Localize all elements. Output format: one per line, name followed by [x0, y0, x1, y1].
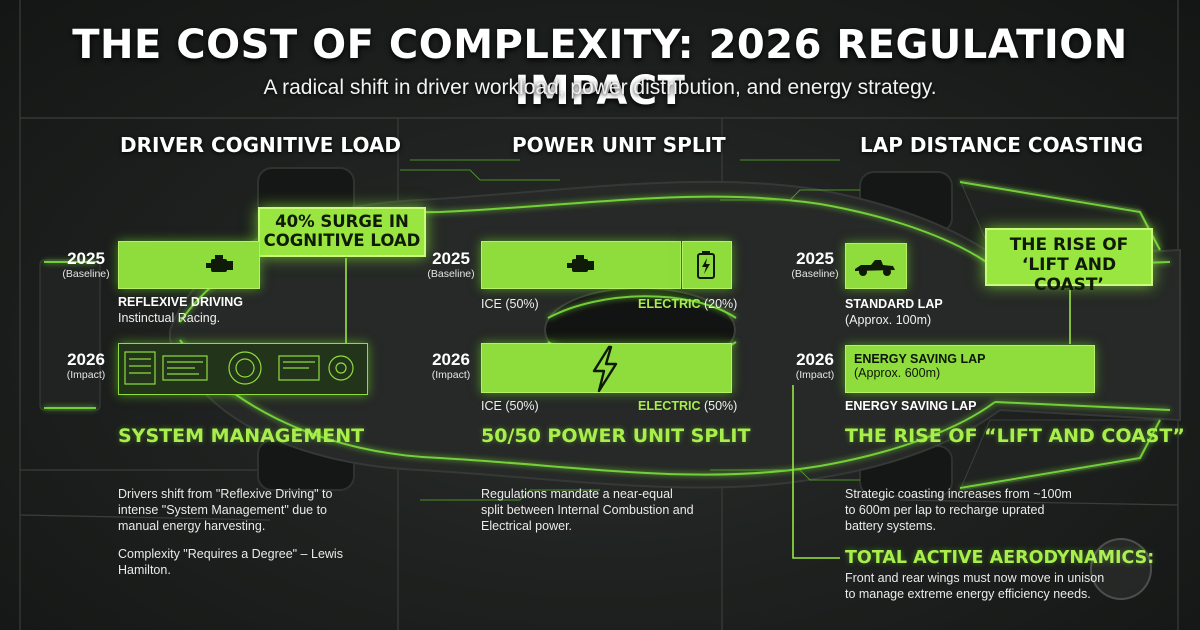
year-sub: (Impact) — [66, 369, 106, 381]
engine-icon — [206, 255, 233, 272]
year-sub: (Baseline) — [62, 268, 110, 280]
page-title: THE COST OF COMPLEXITY: 2026 REGULATION … — [72, 22, 1128, 114]
standard-lap-bar — [845, 243, 907, 289]
year-label-2026: 2026 (Impact) — [424, 351, 478, 381]
callout-line-2: COGNITIVE LOAD — [263, 231, 421, 251]
engine-icon — [567, 255, 594, 272]
electric-bar-2025 — [682, 241, 732, 289]
callout-line-1: THE RISE OF — [1009, 235, 1129, 255]
year-value: 2026 — [432, 350, 470, 369]
lift-and-coast-callout: THE RISE OF ‘LIFT AND COAST’ — [985, 228, 1153, 295]
year-label-2025: 2025 (Baseline) — [788, 250, 842, 280]
power-bar-2026 — [481, 343, 732, 393]
coasting-description: Strategic coasting increases from ~100m … — [845, 486, 1085, 546]
year-value: 2026 — [796, 350, 834, 369]
year-sub: (Baseline) — [427, 268, 475, 280]
ice-value: (50%) — [505, 297, 539, 311]
year-sub: (Baseline) — [791, 268, 839, 280]
power-description: Regulations mandate a near-equal split b… — [481, 486, 696, 546]
lift-and-coast-title: THE RISE OF “LIFT AND COAST” — [845, 425, 1185, 447]
heading-driver-cognitive-load: DRIVER COGNITIVE LOAD — [120, 133, 401, 157]
year-value: 2025 — [796, 249, 834, 268]
year-label-2026: 2026 (Impact) — [788, 351, 842, 381]
ice-share-2026: ICE (50%) — [481, 399, 539, 413]
year-value: 2026 — [67, 350, 105, 369]
callout-line-2: ‘LIFT AND COAST’ — [1021, 255, 1117, 296]
energy-saving-lap-label: ENERGY SAVING LAP — [845, 399, 977, 413]
electric-value: (50%) — [703, 399, 738, 413]
power-split-title: 50/50 POWER UNIT SPLIT — [481, 425, 751, 447]
page-subtitle: A radical shift in driver workload, powe… — [263, 76, 937, 99]
bar-title: ENERGY SAVING LAP — [854, 352, 986, 366]
ice-value: (50%) — [505, 399, 539, 413]
cognitive-description: Drivers shift from "Reflexive Driving" t… — [118, 486, 358, 590]
instinctual-racing-label: Instinctual Racing. — [118, 311, 221, 325]
electric-label: ELECTRIC — [638, 399, 701, 413]
active-aero-title: TOTAL ACTIVE AERODYNAMICS: — [845, 548, 1155, 568]
desc-paragraph: Regulations mandate a near-equal split b… — [481, 487, 694, 533]
reflexive-driving-label: REFLEXIVE DRIVING — [118, 295, 244, 309]
ice-bar-2025 — [481, 241, 681, 289]
electric-share-2026: ELECTRIC (50%) — [638, 399, 737, 413]
race-car-icon — [855, 260, 895, 276]
callout-line-1: 40% SURGE IN — [275, 212, 409, 231]
year-label-2025: 2025 (Baseline) — [424, 250, 478, 280]
standard-lap-distance: (Approx. 100m) — [845, 313, 932, 327]
desc-paragraph: Drivers shift from "Reflexive Driving" t… — [118, 487, 333, 533]
desc-paragraph: Complexity "Requires a Degree" – Lewis H… — [118, 547, 343, 577]
ice-label: ICE — [481, 399, 502, 413]
electric-share-2025: ELECTRIC (20%) — [638, 297, 737, 311]
year-sub: (Impact) — [431, 369, 471, 381]
energy-saving-lap-bar-text: ENERGY SAVING LAP (Approx. 600m) — [854, 352, 986, 380]
year-value: 2025 — [432, 249, 470, 268]
heading-power-unit-split: POWER UNIT SPLIT — [512, 133, 726, 157]
year-label-2026: 2026 (Impact) — [58, 351, 114, 381]
lightning-bolt-icon — [592, 345, 618, 393]
cognitive-load-callout: 40% SURGE IN COGNITIVE LOAD — [258, 207, 426, 257]
electric-value: (20%) — [703, 297, 738, 311]
year-value: 2025 — [67, 249, 105, 268]
year-label-2025: 2025 (Baseline) — [58, 250, 114, 280]
desc-paragraph: Strategic coasting increases from ~100m … — [845, 487, 1072, 533]
heading-lap-distance-coasting: LAP DISTANCE COASTING — [860, 133, 1144, 157]
cognitive-bar-2025 — [118, 241, 260, 289]
ice-label: ICE — [481, 297, 502, 311]
dashboard-display-icon — [124, 351, 354, 385]
year-sub: (Impact) — [795, 369, 835, 381]
electric-label: ELECTRIC — [638, 297, 701, 311]
standard-lap-label: STANDARD LAP — [845, 297, 943, 311]
battery-icon — [697, 251, 715, 279]
active-aero-description: Front and rear wings must now move in un… — [845, 571, 1105, 601]
cognitive-bar-2026 — [118, 343, 368, 395]
ice-share-2025: ICE (50%) — [481, 297, 539, 311]
watermark-logo — [1090, 538, 1152, 600]
energy-saving-lap-bar: ENERGY SAVING LAP (Approx. 600m) — [845, 345, 1095, 393]
system-management-title: SYSTEM MANAGEMENT — [118, 425, 365, 447]
bar-distance: (Approx. 600m) — [854, 366, 941, 380]
